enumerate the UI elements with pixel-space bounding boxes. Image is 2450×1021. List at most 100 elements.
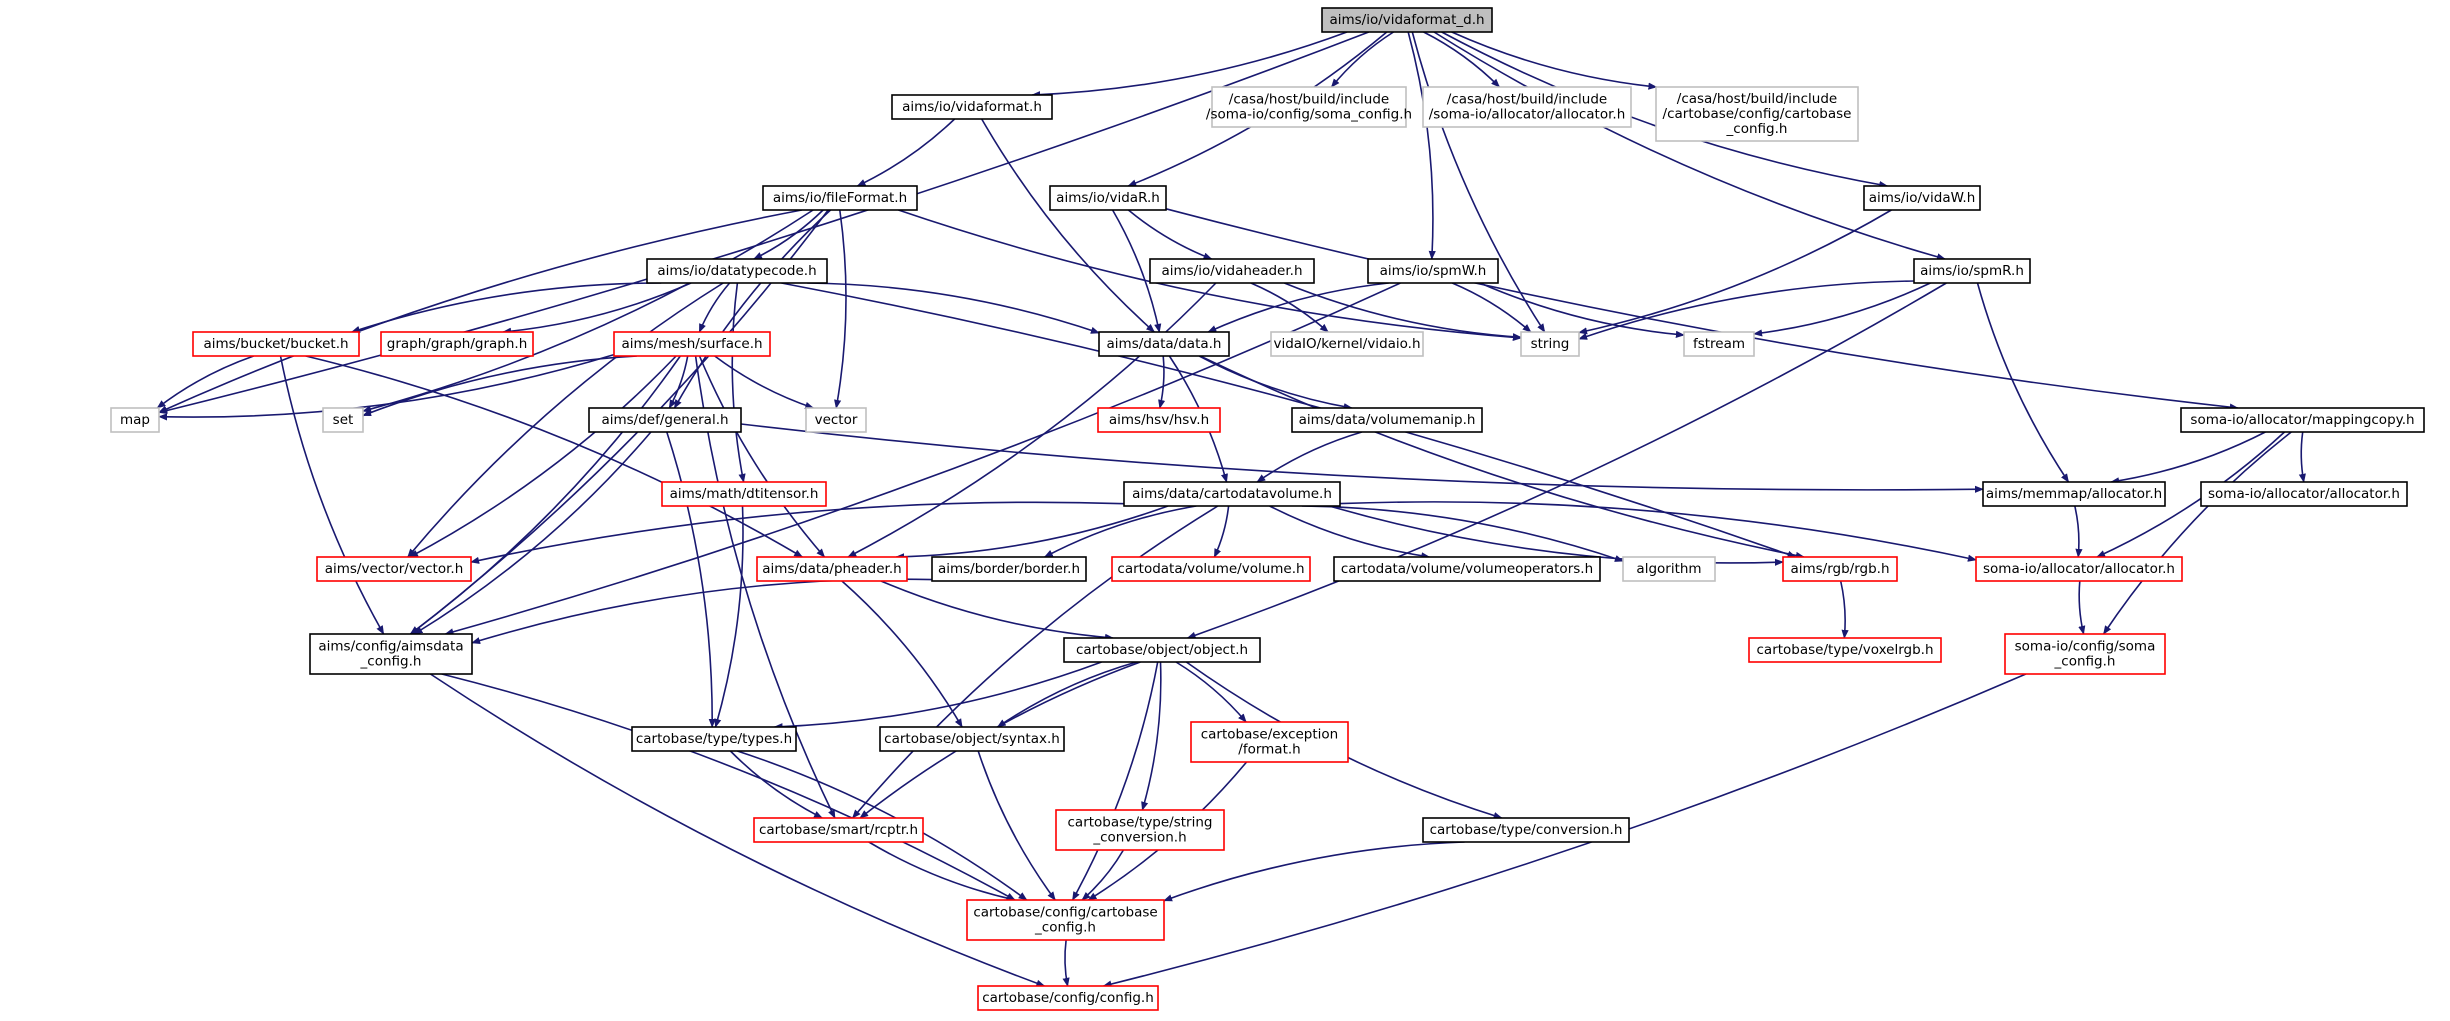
edge-data-to-volumemanip xyxy=(1198,355,1353,411)
node-fileformat[interactable]: aims/io/fileFormat.h xyxy=(762,185,918,211)
node-vidaio: vidaIO/kernel/vidaio.h xyxy=(1270,331,1424,357)
node-rgb[interactable]: aims/rgb/rgb.h xyxy=(1782,556,1898,582)
node-box-config xyxy=(977,985,1159,1011)
node-label-cartobase_config_host: _config.h xyxy=(1726,121,1788,137)
node-label-somaio_allocator_plain: soma-io/allocator/allocator.h xyxy=(2208,486,2400,502)
node-rcptr[interactable]: cartobase/smart/rcptr.h xyxy=(753,817,924,843)
node-exception_format[interactable]: cartobase/exception/format.h xyxy=(1190,721,1349,763)
node-label-vidaformat: aims/io/vidaformat.h xyxy=(902,99,1042,115)
node-cartobase_config[interactable]: cartobase/config/cartobase_config.h xyxy=(966,899,1165,941)
node-cvolume[interactable]: cartodata/volume/volume.h xyxy=(1111,556,1311,582)
node-cartobase_config_host: /casa/host/build/include/cartobase/confi… xyxy=(1655,86,1859,142)
node-label-cartodatavolume: aims/data/cartodatavolume.h xyxy=(1132,486,1332,502)
node-box-exception_format xyxy=(1190,721,1349,763)
node-aimsdata_config[interactable]: aims/config/aimsdata_config.h xyxy=(309,633,473,675)
node-label-border: aims/border/border.h xyxy=(938,561,1080,577)
node-data[interactable]: aims/data/data.h xyxy=(1098,331,1230,357)
node-box-cvolume xyxy=(1111,556,1311,582)
edge-spmw-to-data xyxy=(1207,282,1389,333)
edge-spmr-to-object xyxy=(1186,282,1947,639)
node-cartodatavolume[interactable]: aims/data/cartodatavolume.h xyxy=(1123,481,1341,507)
node-vectorh[interactable]: aims/vector/vector.h xyxy=(316,556,472,582)
node-label-soma_config: soma-io/config/soma xyxy=(2015,639,2156,655)
node-label-aimsdata_config: aims/config/aimsdata xyxy=(318,639,463,655)
node-label-set: set xyxy=(333,412,354,428)
edge-rgb-to-voxelrgb xyxy=(1839,580,1849,639)
node-label-vidaw: aims/io/vidaW.h xyxy=(1869,190,1976,206)
node-label-soma_config_host: /casa/host/build/include xyxy=(1229,92,1389,108)
edge-vidaformat-to-data xyxy=(981,118,1155,333)
node-dtitensor[interactable]: aims/math/dtitensor.h xyxy=(661,481,827,507)
node-label-hsv: aims/hsv/hsv.h xyxy=(1109,412,1209,428)
node-volumemanip[interactable]: aims/data/volumemanip.h xyxy=(1291,407,1483,433)
node-label-volumeoperators: cartodata/volume/volumeoperators.h xyxy=(1341,561,1593,577)
node-box-vidaw xyxy=(1863,185,1981,211)
edge-spmw-to-aimsdata_config xyxy=(444,282,1401,636)
node-conversion[interactable]: cartobase/type/conversion.h xyxy=(1422,817,1630,843)
edge-surface-to-aimsdata_config xyxy=(409,355,681,635)
node-somaio_allocator_plain[interactable]: soma-io/allocator/allocator.h xyxy=(2200,481,2408,507)
node-label-graph: graph/graph/graph.h xyxy=(387,336,528,352)
edge-data-to-rgb xyxy=(1199,355,1805,559)
node-config[interactable]: cartobase/config/config.h xyxy=(977,985,1159,1011)
node-label-cartobase_config_host: /casa/host/build/include xyxy=(1677,91,1837,107)
node-border[interactable]: aims/border/border.h xyxy=(931,556,1087,582)
node-volumeoperators[interactable]: cartodata/volume/volumeoperators.h xyxy=(1333,556,1601,582)
node-general[interactable]: aims/def/general.h xyxy=(588,407,742,433)
node-pheader[interactable]: aims/data/pheader.h xyxy=(756,556,908,582)
edge-root-to-soma_config_host xyxy=(1330,31,1394,88)
edge-pheader-to-syntax xyxy=(841,580,963,728)
edge-root-to-vidaformat xyxy=(1031,31,1348,99)
node-box-voxelrgb xyxy=(1748,637,1942,663)
edge-string_conversion-to-cartobase_config xyxy=(1081,849,1125,901)
node-somaio_allocator[interactable]: soma-io/allocator/allocator.h xyxy=(1975,556,2183,582)
node-graph[interactable]: graph/graph/graph.h xyxy=(380,331,534,357)
edge-datatypecode-to-graph xyxy=(502,282,692,335)
edge-surface-to-pheader xyxy=(698,355,826,558)
node-label-syntax: cartobase/object/syntax.h xyxy=(884,731,1060,747)
node-types[interactable]: cartobase/type/types.h xyxy=(631,726,797,752)
edge-vidar-to-mappingcopy xyxy=(1165,208,2239,411)
edge-memmap_allocator-to-somaio_allocator xyxy=(2074,505,2083,558)
node-label-data: aims/data/data.h xyxy=(1107,336,1222,352)
edge-surface-to-vectorh xyxy=(409,355,677,558)
node-box-syntax xyxy=(879,726,1065,752)
edge-mappingcopy-to-somaio_allocator xyxy=(2096,431,2286,558)
node-soma_config[interactable]: soma-io/config/soma_config.h xyxy=(2004,633,2166,675)
node-root[interactable]: aims/io/vidaformat_d.h xyxy=(1321,7,1493,33)
node-spmw[interactable]: aims/io/spmW.h xyxy=(1367,258,1499,284)
node-label-volumemanip: aims/data/volumemanip.h xyxy=(1299,412,1476,428)
node-surface[interactable]: aims/mesh/surface.h xyxy=(613,331,771,357)
node-syntax[interactable]: cartobase/object/syntax.h xyxy=(879,726,1065,752)
node-string_conversion[interactable]: cartobase/type/string_conversion.h xyxy=(1055,809,1225,851)
node-label-dtitensor: aims/math/dtitensor.h xyxy=(670,486,819,502)
node-vidar[interactable]: aims/io/vidaR.h xyxy=(1049,185,1167,211)
node-box-rcptr xyxy=(753,817,924,843)
node-hsv[interactable]: aims/hsv/hsv.h xyxy=(1097,407,1221,433)
node-box-vector xyxy=(805,407,867,433)
edge-volumemanip-to-cartodatavolume xyxy=(1256,431,1363,483)
edge-pheader-to-object xyxy=(880,580,1114,641)
node-vidaw[interactable]: aims/io/vidaW.h xyxy=(1863,185,1981,211)
node-datatypecode[interactable]: aims/io/datatypecode.h xyxy=(646,258,828,284)
node-mappingcopy[interactable]: soma-io/allocator/mappingcopy.h xyxy=(2180,407,2425,433)
node-bucket[interactable]: aims/bucket/bucket.h xyxy=(192,331,360,357)
node-set: set xyxy=(322,407,364,433)
node-spmr[interactable]: aims/io/spmR.h xyxy=(1913,258,2031,284)
node-box-cartobase_config_host xyxy=(1655,86,1859,142)
node-box-somaio_allocator xyxy=(1975,556,2183,582)
node-box-vidaformat xyxy=(891,94,1053,120)
edge-vidaheader-to-vidaio xyxy=(1250,282,1329,333)
node-box-map xyxy=(110,407,160,433)
node-vidaheader[interactable]: aims/io/vidaheader.h xyxy=(1149,258,1315,284)
edge-general-to-types xyxy=(666,431,716,728)
node-label-conversion: cartobase/type/conversion.h xyxy=(1430,822,1623,838)
node-vidaformat[interactable]: aims/io/vidaformat.h xyxy=(891,94,1053,120)
node-box-fstream xyxy=(1683,331,1755,357)
edge-soma_config-to-config xyxy=(1102,673,2027,988)
edge-bucket-to-aimsdata_config xyxy=(279,355,385,635)
edge-types-to-rcptr xyxy=(729,750,823,819)
node-voxelrgb[interactable]: cartobase/type/voxelrgb.h xyxy=(1748,637,1942,663)
node-memmap_allocator[interactable]: aims/memmap/allocator.h xyxy=(1982,481,2166,507)
node-object[interactable]: cartobase/object/object.h xyxy=(1063,637,1261,663)
